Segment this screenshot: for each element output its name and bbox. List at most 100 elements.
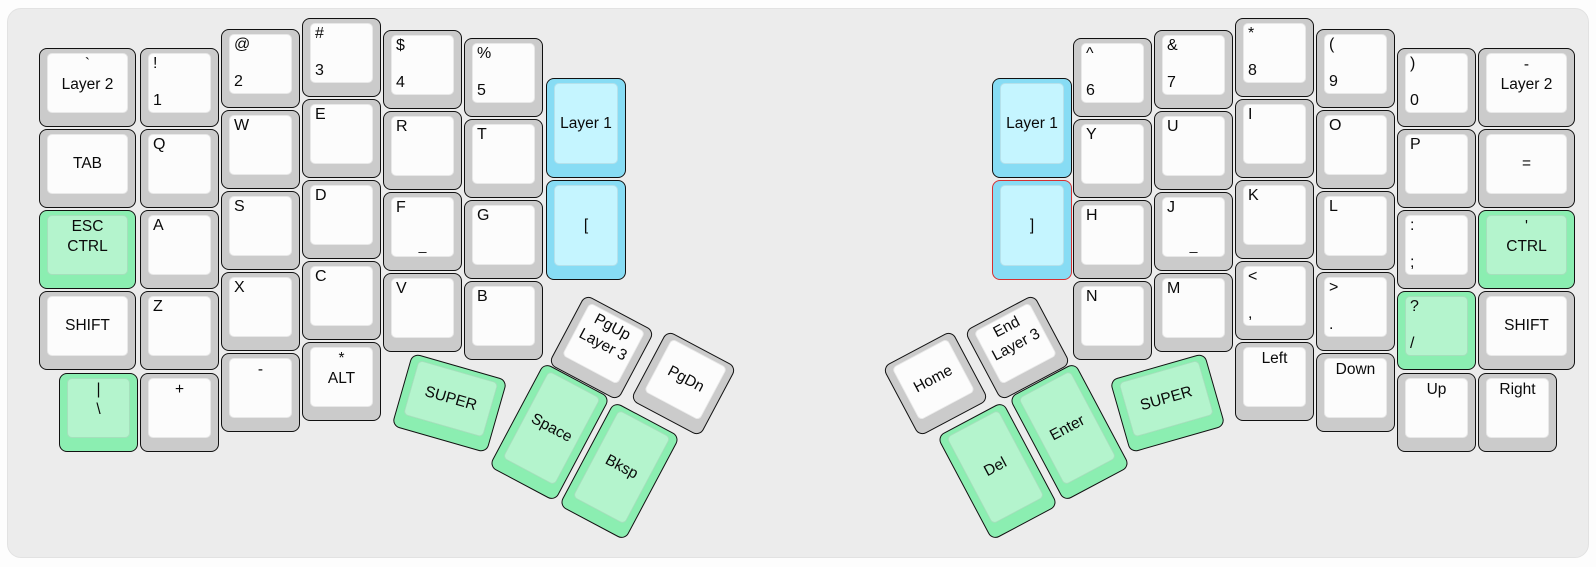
key-percent-5[interactable]: %5 [464, 38, 543, 117]
key-layer1-right[interactable]: Layer 1 [992, 78, 1072, 178]
key-label: ; [1410, 254, 1415, 271]
keycap-face: P [1405, 134, 1468, 194]
key-s[interactable]: S [221, 191, 300, 270]
key-j[interactable]: J_ [1154, 192, 1233, 271]
keycap-face: D [310, 185, 373, 245]
key-label: Down [1335, 361, 1376, 378]
key-label: ` [84, 56, 91, 73]
key-minus-layer2[interactable]: -Layer 2 [1478, 48, 1575, 127]
key-label: R [396, 118, 408, 135]
key-t[interactable]: T [464, 119, 543, 198]
key-v[interactable]: V [383, 273, 462, 352]
key-label: - [1523, 56, 1530, 73]
keycap-face: |\ [67, 378, 130, 438]
key-quote-ctrl[interactable]: 'CTRL [1478, 210, 1575, 289]
key-lbracket[interactable]: [ [546, 180, 626, 280]
key-arrow-right[interactable]: Right [1478, 373, 1557, 452]
keycap-face: = [1486, 134, 1567, 194]
key-label: C [315, 268, 327, 285]
key-label: Z [153, 298, 163, 315]
keycap-face: <, [1243, 266, 1306, 326]
key-arrow-down[interactable]: Down [1316, 353, 1395, 432]
key-star-8[interactable]: *8 [1235, 18, 1314, 97]
key-w[interactable]: W [221, 110, 300, 189]
key-label: ) [1410, 55, 1416, 72]
key-arrow-up[interactable]: Up [1397, 373, 1476, 452]
key-equals[interactable]: = [1478, 129, 1575, 208]
key-f[interactable]: F_ [383, 192, 462, 271]
key-star-alt[interactable]: *ALT [302, 342, 381, 421]
key-lparen-9[interactable]: (9 [1316, 29, 1395, 108]
key-c[interactable]: C [302, 261, 381, 340]
key-hash-3[interactable]: #3 [302, 18, 381, 97]
key-d[interactable]: D [302, 180, 381, 259]
key-label: 7 [1167, 74, 1176, 91]
keycap-face: (9 [1324, 34, 1387, 94]
key-rbracket[interactable]: ] [992, 180, 1072, 280]
key-lt-comma[interactable]: <, [1235, 261, 1314, 340]
key-pipe-backslash[interactable]: |\ [59, 373, 138, 452]
key-e[interactable]: E [302, 99, 381, 178]
key-shift-left[interactable]: SHIFT [39, 291, 136, 370]
keycap-face: S [229, 196, 292, 256]
keycap-face: O [1324, 115, 1387, 175]
key-l[interactable]: L [1316, 191, 1395, 270]
key-y[interactable]: Y [1073, 119, 1152, 198]
key-label: _ [1189, 237, 1198, 253]
key-n[interactable]: N [1073, 281, 1152, 360]
key-label: 9 [1329, 73, 1338, 90]
key-label: 3 [315, 62, 324, 79]
key-label: % [477, 45, 492, 62]
keycap-face: TAB [47, 134, 128, 194]
key-amp-7[interactable]: &7 [1154, 30, 1233, 109]
key-label: Y [1086, 126, 1097, 143]
key-label: G [477, 207, 490, 224]
keycap-face: #3 [310, 23, 373, 83]
key-m[interactable]: M [1154, 273, 1233, 352]
key-colon-semicolon[interactable]: :; [1397, 210, 1476, 289]
key-o[interactable]: O [1316, 110, 1395, 189]
key-label: L [1329, 198, 1338, 215]
key-label: J [1167, 199, 1175, 216]
key-rparen-0[interactable]: )0 [1397, 48, 1476, 127]
key-r[interactable]: R [383, 111, 462, 190]
key-gt-period[interactable]: >. [1316, 272, 1395, 351]
key-g[interactable]: G [464, 200, 543, 279]
key-label: 4 [396, 74, 405, 91]
key-at-2[interactable]: @2 [221, 29, 300, 108]
key-label: Q [153, 136, 166, 153]
key-i[interactable]: I [1235, 99, 1314, 178]
key-b[interactable]: B [464, 281, 543, 360]
key-u[interactable]: U [1154, 111, 1233, 190]
key-label: V [396, 280, 407, 297]
key-caret-6[interactable]: ^6 [1073, 38, 1152, 117]
key-arrow-left[interactable]: Left [1235, 342, 1314, 421]
key-tab[interactable]: TAB [39, 129, 136, 208]
keycap-face: SHIFT [47, 296, 128, 356]
key-k[interactable]: K [1235, 180, 1314, 259]
key-grave-layer2[interactable]: `Layer 2 [39, 48, 136, 127]
keycap-face: *8 [1243, 23, 1306, 83]
key-p[interactable]: P [1397, 129, 1476, 208]
key-z[interactable]: Z [140, 291, 219, 370]
key-label: | [96, 381, 101, 398]
key-label: / [1410, 335, 1415, 352]
key-q[interactable]: Q [140, 129, 219, 208]
key-a[interactable]: A [140, 210, 219, 289]
key-label: Up [1426, 381, 1447, 398]
key-label: ESC [71, 218, 104, 235]
key-x[interactable]: X [221, 272, 300, 351]
keycap-face: >. [1324, 277, 1387, 337]
key-dollar-4[interactable]: $4 [383, 30, 462, 109]
key-layer1-left[interactable]: Layer 1 [546, 78, 626, 178]
key-shift-right[interactable]: SHIFT [1478, 291, 1575, 370]
key-exclaim-1[interactable]: !1 [140, 48, 219, 127]
key-plus[interactable]: + [140, 373, 219, 452]
keycap-face: [ [554, 185, 618, 266]
key-question-slash[interactable]: ?/ [1397, 291, 1476, 370]
key-minus-left[interactable]: - [221, 353, 300, 432]
key-h[interactable]: H [1073, 200, 1152, 279]
keycap-face: N [1081, 286, 1144, 346]
key-label: F [396, 199, 406, 216]
